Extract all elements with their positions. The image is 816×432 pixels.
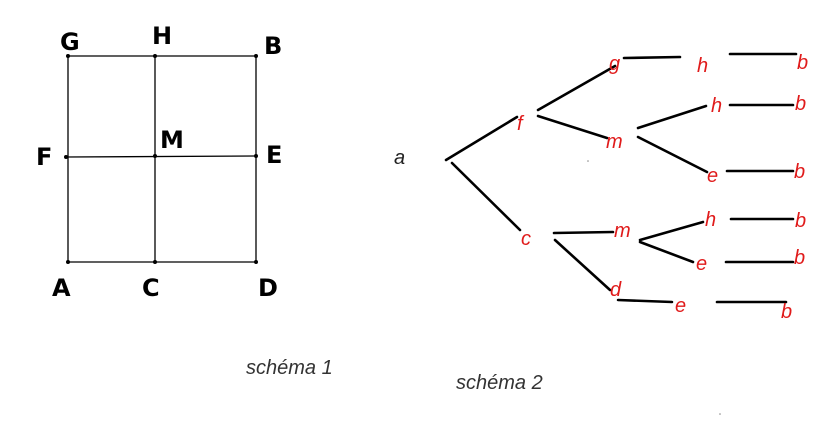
tree-node-b-6: b (781, 301, 792, 323)
vertex-dot-h (153, 54, 157, 58)
vertex-label-f: F (36, 143, 52, 171)
schema1-grid: G H B F M E A C D (36, 22, 282, 302)
vertex-dot-g (66, 54, 70, 58)
edge-d-e (616, 298, 674, 304)
vertex-dot-b (254, 54, 258, 58)
vertex-label-c: C (142, 274, 160, 302)
vertex-label-m: M (160, 126, 184, 154)
edge-m-h (636, 104, 708, 130)
edge-m-e-2 (638, 240, 695, 264)
vertex-label-e: E (266, 141, 282, 169)
grid-middle-horizontal (65, 155, 257, 158)
tree-node-m-lower: m (614, 220, 631, 242)
tree-node-g: g (609, 53, 620, 75)
edge-a-f (444, 115, 519, 162)
edge-g-h (622, 55, 682, 60)
vertex-label-g: G (60, 28, 80, 56)
vertex-dot-c (153, 260, 157, 264)
vertex-dot-e (254, 154, 258, 158)
speck-dot (587, 160, 589, 162)
schema2-caption: schéma 2 (456, 372, 543, 394)
schema1-caption: schéma 1 (246, 357, 333, 379)
vertex-label-a: A (52, 274, 71, 302)
tree-node-b-2: b (795, 93, 806, 115)
tree-node-root-a: a (394, 147, 405, 169)
edge-f-m (536, 114, 609, 140)
schema2-tree: a f c g m m d h h h e e e b b b b b b (394, 52, 808, 323)
tree-node-e-1: e (707, 165, 718, 187)
edge-c-m (552, 230, 615, 235)
tree-node-b-1: b (797, 52, 808, 74)
vertex-dot-m (153, 154, 157, 158)
tree-node-b-5: b (794, 247, 805, 269)
tree-node-c: c (521, 228, 531, 250)
vertex-label-d: D (258, 274, 278, 302)
edge-m-h-2 (638, 220, 705, 242)
vertex-dot-a (66, 260, 70, 264)
edge-f-g (536, 64, 617, 112)
tree-node-h-3: h (705, 209, 716, 231)
edge-a-c (450, 161, 522, 232)
tree-node-e-2: e (696, 253, 707, 275)
tree-node-b-3: b (794, 161, 805, 183)
vertex-dot-f (64, 155, 68, 159)
tree-node-d: d (610, 279, 622, 301)
vertex-label-b: B (264, 32, 282, 60)
tree-node-b-4: b (795, 210, 806, 232)
edge-c-d (553, 238, 612, 292)
vertex-dot-d (254, 260, 258, 264)
edge-m-e (636, 135, 709, 174)
tree-node-h-2: h (711, 95, 722, 117)
tree-node-f: f (517, 113, 525, 135)
vertex-label-h: H (152, 22, 172, 50)
speck-dot (719, 413, 721, 415)
tree-node-e-3: e (675, 295, 686, 317)
tree-node-h-1: h (697, 55, 708, 77)
tree-node-m-upper: m (606, 131, 623, 153)
